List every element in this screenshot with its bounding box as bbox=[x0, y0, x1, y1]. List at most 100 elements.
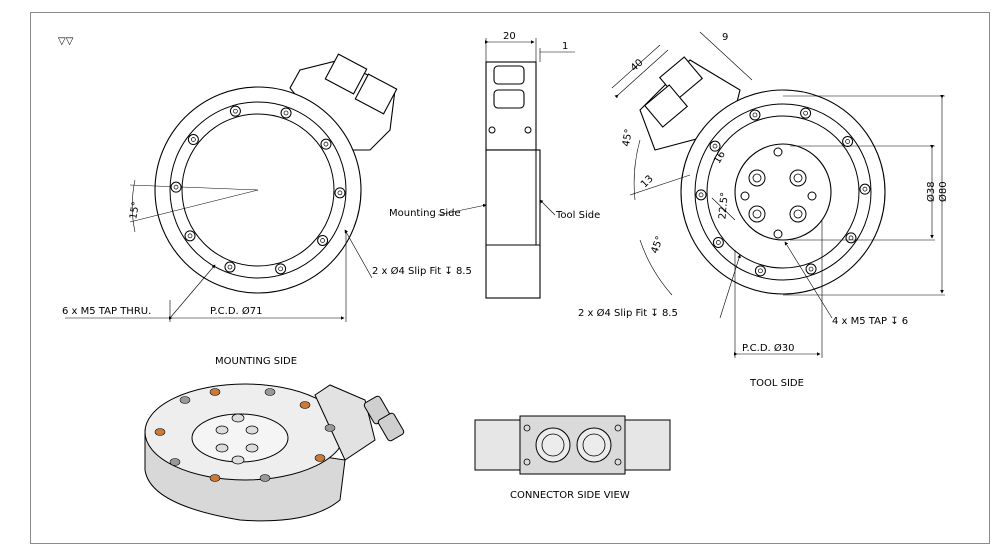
mounting-side-label: Mounting Side bbox=[389, 208, 461, 219]
tap-hole bbox=[773, 147, 783, 157]
iso-tap bbox=[245, 425, 259, 435]
bolt-hole bbox=[334, 187, 346, 199]
iso-bolt bbox=[154, 428, 166, 436]
iso-tap bbox=[215, 443, 229, 453]
ring-outer bbox=[169, 101, 347, 279]
tap-thru-callout: 6 x M5 TAP THRU. bbox=[62, 306, 151, 317]
pcd71-callout: P.C.D. Ø71 bbox=[210, 305, 262, 317]
bolt-hole-inner bbox=[716, 240, 721, 245]
tool-side-label: Tool Side bbox=[555, 210, 600, 221]
dim-22_5: 22.5° bbox=[717, 192, 730, 220]
bolt-hole bbox=[754, 265, 766, 277]
slipfit-tool-callout: 2 x Ø4 Slip Fit ↧ 8.5 bbox=[578, 307, 678, 319]
bolt-hole bbox=[320, 138, 332, 150]
mounting-side-view bbox=[65, 53, 398, 322]
drawing-frame bbox=[30, 12, 990, 544]
m5-tap-callout: 4 x M5 TAP ↧ 6 bbox=[832, 316, 908, 327]
dim-45a: 45° bbox=[621, 128, 635, 147]
bolt-hole bbox=[224, 261, 236, 273]
ring-inner bbox=[181, 113, 335, 267]
angle-line bbox=[129, 189, 259, 223]
tap-hole-inner bbox=[752, 209, 762, 219]
side-view bbox=[437, 38, 575, 299]
m5-tap-leader bbox=[784, 241, 833, 319]
connector-plug bbox=[354, 73, 398, 115]
tap-hole bbox=[789, 169, 807, 187]
bolt-hole bbox=[842, 136, 854, 148]
dim-20: 20 bbox=[503, 31, 516, 42]
bolt-hole-inner bbox=[337, 190, 343, 196]
iso-tap bbox=[231, 455, 245, 465]
bolt-hole bbox=[805, 263, 817, 275]
iso-bolt bbox=[179, 396, 191, 404]
angle-line bbox=[129, 184, 259, 191]
bolt-hole-inner bbox=[191, 137, 196, 142]
dim-15deg: 15° bbox=[128, 201, 142, 220]
bolt-hole-inner bbox=[227, 264, 233, 270]
bolt-hole bbox=[184, 230, 196, 242]
slipfit-leader bbox=[344, 229, 373, 279]
dim-38: Ø38 bbox=[925, 181, 937, 202]
bolt-hole bbox=[187, 134, 199, 146]
tap-thru-leader bbox=[169, 264, 216, 319]
dim-13: 13 bbox=[639, 173, 656, 190]
bolt-hole-inner bbox=[758, 268, 763, 274]
bolt-hole-inner bbox=[278, 266, 283, 272]
bolt-hole-inner bbox=[862, 186, 868, 192]
bolt-hole-inner bbox=[187, 233, 193, 239]
iso-bolt bbox=[299, 401, 311, 409]
bolt-hole-inner bbox=[712, 143, 718, 149]
bolt-hole bbox=[800, 107, 812, 119]
bolt-hole bbox=[229, 105, 241, 117]
angle-arc bbox=[131, 179, 136, 233]
dim-45b: 45° bbox=[650, 235, 666, 255]
side-body bbox=[485, 149, 541, 299]
dim-80: Ø80 bbox=[937, 181, 949, 202]
tap-hole bbox=[748, 205, 766, 223]
dim-1: 1 bbox=[562, 41, 568, 52]
bolt-hole bbox=[709, 140, 721, 152]
bolt-hole-inner bbox=[233, 108, 238, 114]
iso-tap bbox=[215, 425, 229, 435]
iso-tap bbox=[231, 413, 245, 423]
bolt-hole-inner bbox=[173, 184, 179, 190]
tool-flange bbox=[734, 143, 832, 241]
bolt-hole-inner bbox=[845, 139, 850, 144]
tool-side-view bbox=[611, 31, 945, 358]
tap-hole bbox=[789, 205, 807, 223]
iso-bolt bbox=[324, 424, 336, 432]
tap-hole-inner bbox=[793, 173, 803, 183]
tap-hole bbox=[773, 229, 783, 239]
tap-hole bbox=[748, 169, 766, 187]
tap-hole-inner bbox=[793, 209, 803, 219]
iso-bolt bbox=[259, 474, 271, 482]
iso-bolt bbox=[209, 474, 221, 482]
connector-plug bbox=[324, 53, 368, 95]
tool-side-leader bbox=[539, 199, 556, 216]
bolt-hole bbox=[275, 263, 287, 275]
bolt-hole-inner bbox=[803, 110, 808, 116]
bolt-hole bbox=[170, 181, 182, 193]
connector-side-view bbox=[474, 415, 671, 475]
bolt-hole bbox=[845, 232, 857, 244]
iso-bolt bbox=[314, 454, 326, 462]
bolt-hole bbox=[712, 236, 724, 248]
bolt-hole-inner bbox=[283, 110, 289, 116]
bolt-hole-inner bbox=[323, 141, 329, 147]
iso-bolt bbox=[169, 458, 181, 466]
bolt-hole bbox=[280, 107, 292, 119]
bolt-hole-inner bbox=[808, 266, 814, 272]
tap-hole bbox=[807, 191, 817, 201]
slipfit-tool-leader bbox=[719, 254, 741, 319]
bolt-hole-inner bbox=[698, 192, 704, 198]
bolt-hole bbox=[859, 183, 871, 195]
surface-finish-symbol: ▽▽ bbox=[58, 36, 74, 47]
slipfit-mount-callout: 2 x Ø4 Slip Fit ↧ 8.5 bbox=[372, 265, 472, 277]
caption-connector-side: CONNECTOR SIDE VIEW bbox=[510, 490, 630, 501]
bolt-hole-inner bbox=[320, 238, 325, 243]
bolt-hole bbox=[695, 189, 707, 201]
isometric-view bbox=[144, 383, 405, 522]
bolt-hole bbox=[317, 234, 329, 246]
bolt-hole bbox=[749, 109, 761, 121]
